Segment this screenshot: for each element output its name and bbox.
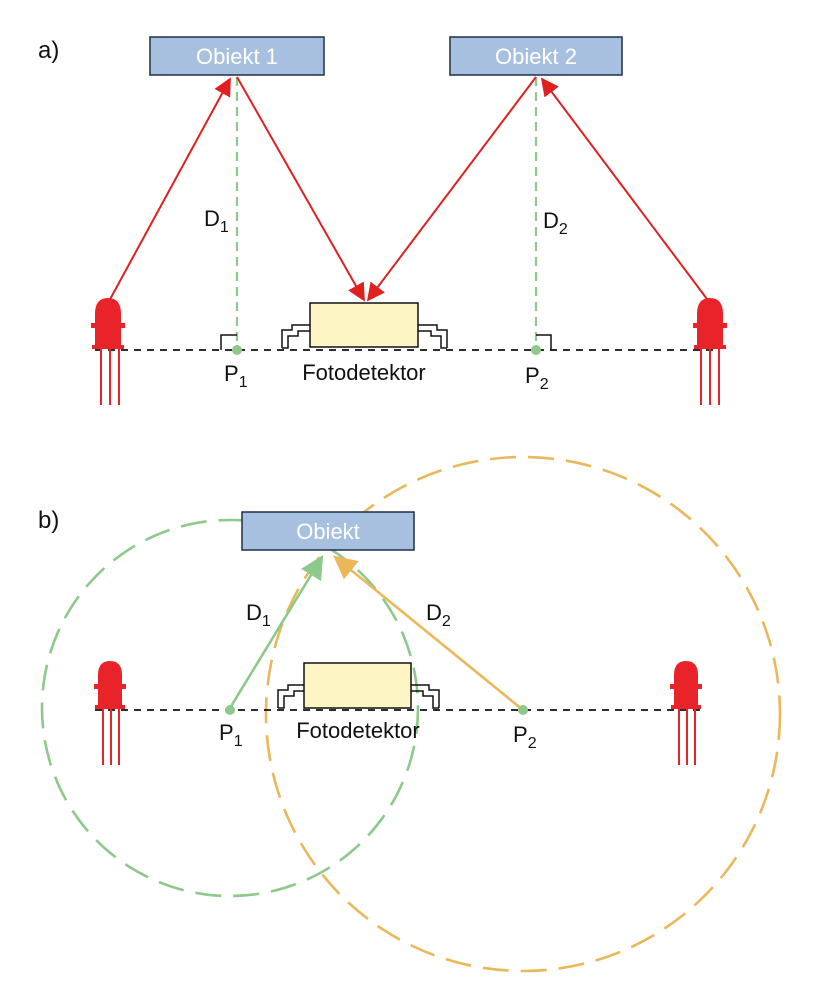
circle-d2 [264,455,782,973]
panel-b: b) Obiekt [38,455,782,973]
label-d1-a: D1 [204,206,229,236]
right-angle-mark-1 [220,334,237,350]
vector-d2 [333,555,524,712]
point-p1 [232,345,242,355]
label-p1-a: P1 [224,361,248,391]
object-1: Obiekt 1 [149,36,325,76]
label-p2-b: P2 [513,722,537,752]
photodetector-a [281,302,448,349]
label-photodetector-b: Fotodetektor [296,718,420,743]
label-d2-a: D2 [543,208,568,238]
ray-led-right-to-object-2 [540,77,711,304]
led-right-b [670,661,702,765]
object-b-label: Obiekt [296,519,360,544]
label-p1-b: P1 [219,720,243,750]
led-left-b [94,661,126,765]
photodetector-b [277,662,440,709]
ray-object-1-to-detector [236,76,365,302]
point-p2 [531,345,541,355]
ray-led-left-to-object-1 [107,77,231,304]
vector-d1 [228,555,324,709]
circle-d1 [40,518,420,898]
object-b: Obiekt [241,511,415,551]
ray-object-2-to-detector [366,76,537,302]
led-right-a [693,298,727,405]
panel-a: a) Obiekt 1 Obiekt 2 [38,36,727,405]
point-p2-b [518,705,528,715]
right-angle-mark-2 [536,334,552,350]
point-p1-b [225,705,235,715]
label-d2-b: D2 [426,600,451,630]
panel-a-label: a) [38,37,59,64]
label-p2-a: P2 [525,363,549,393]
led-left-a [91,298,125,405]
label-d1-b: D1 [246,600,271,630]
label-photodetector-a: Fotodetektor [302,360,426,385]
object-2-label: Obiekt 2 [495,44,577,69]
object-1-label: Obiekt 1 [196,44,278,69]
panel-b-label: b) [38,507,59,534]
object-2: Obiekt 2 [449,36,623,76]
